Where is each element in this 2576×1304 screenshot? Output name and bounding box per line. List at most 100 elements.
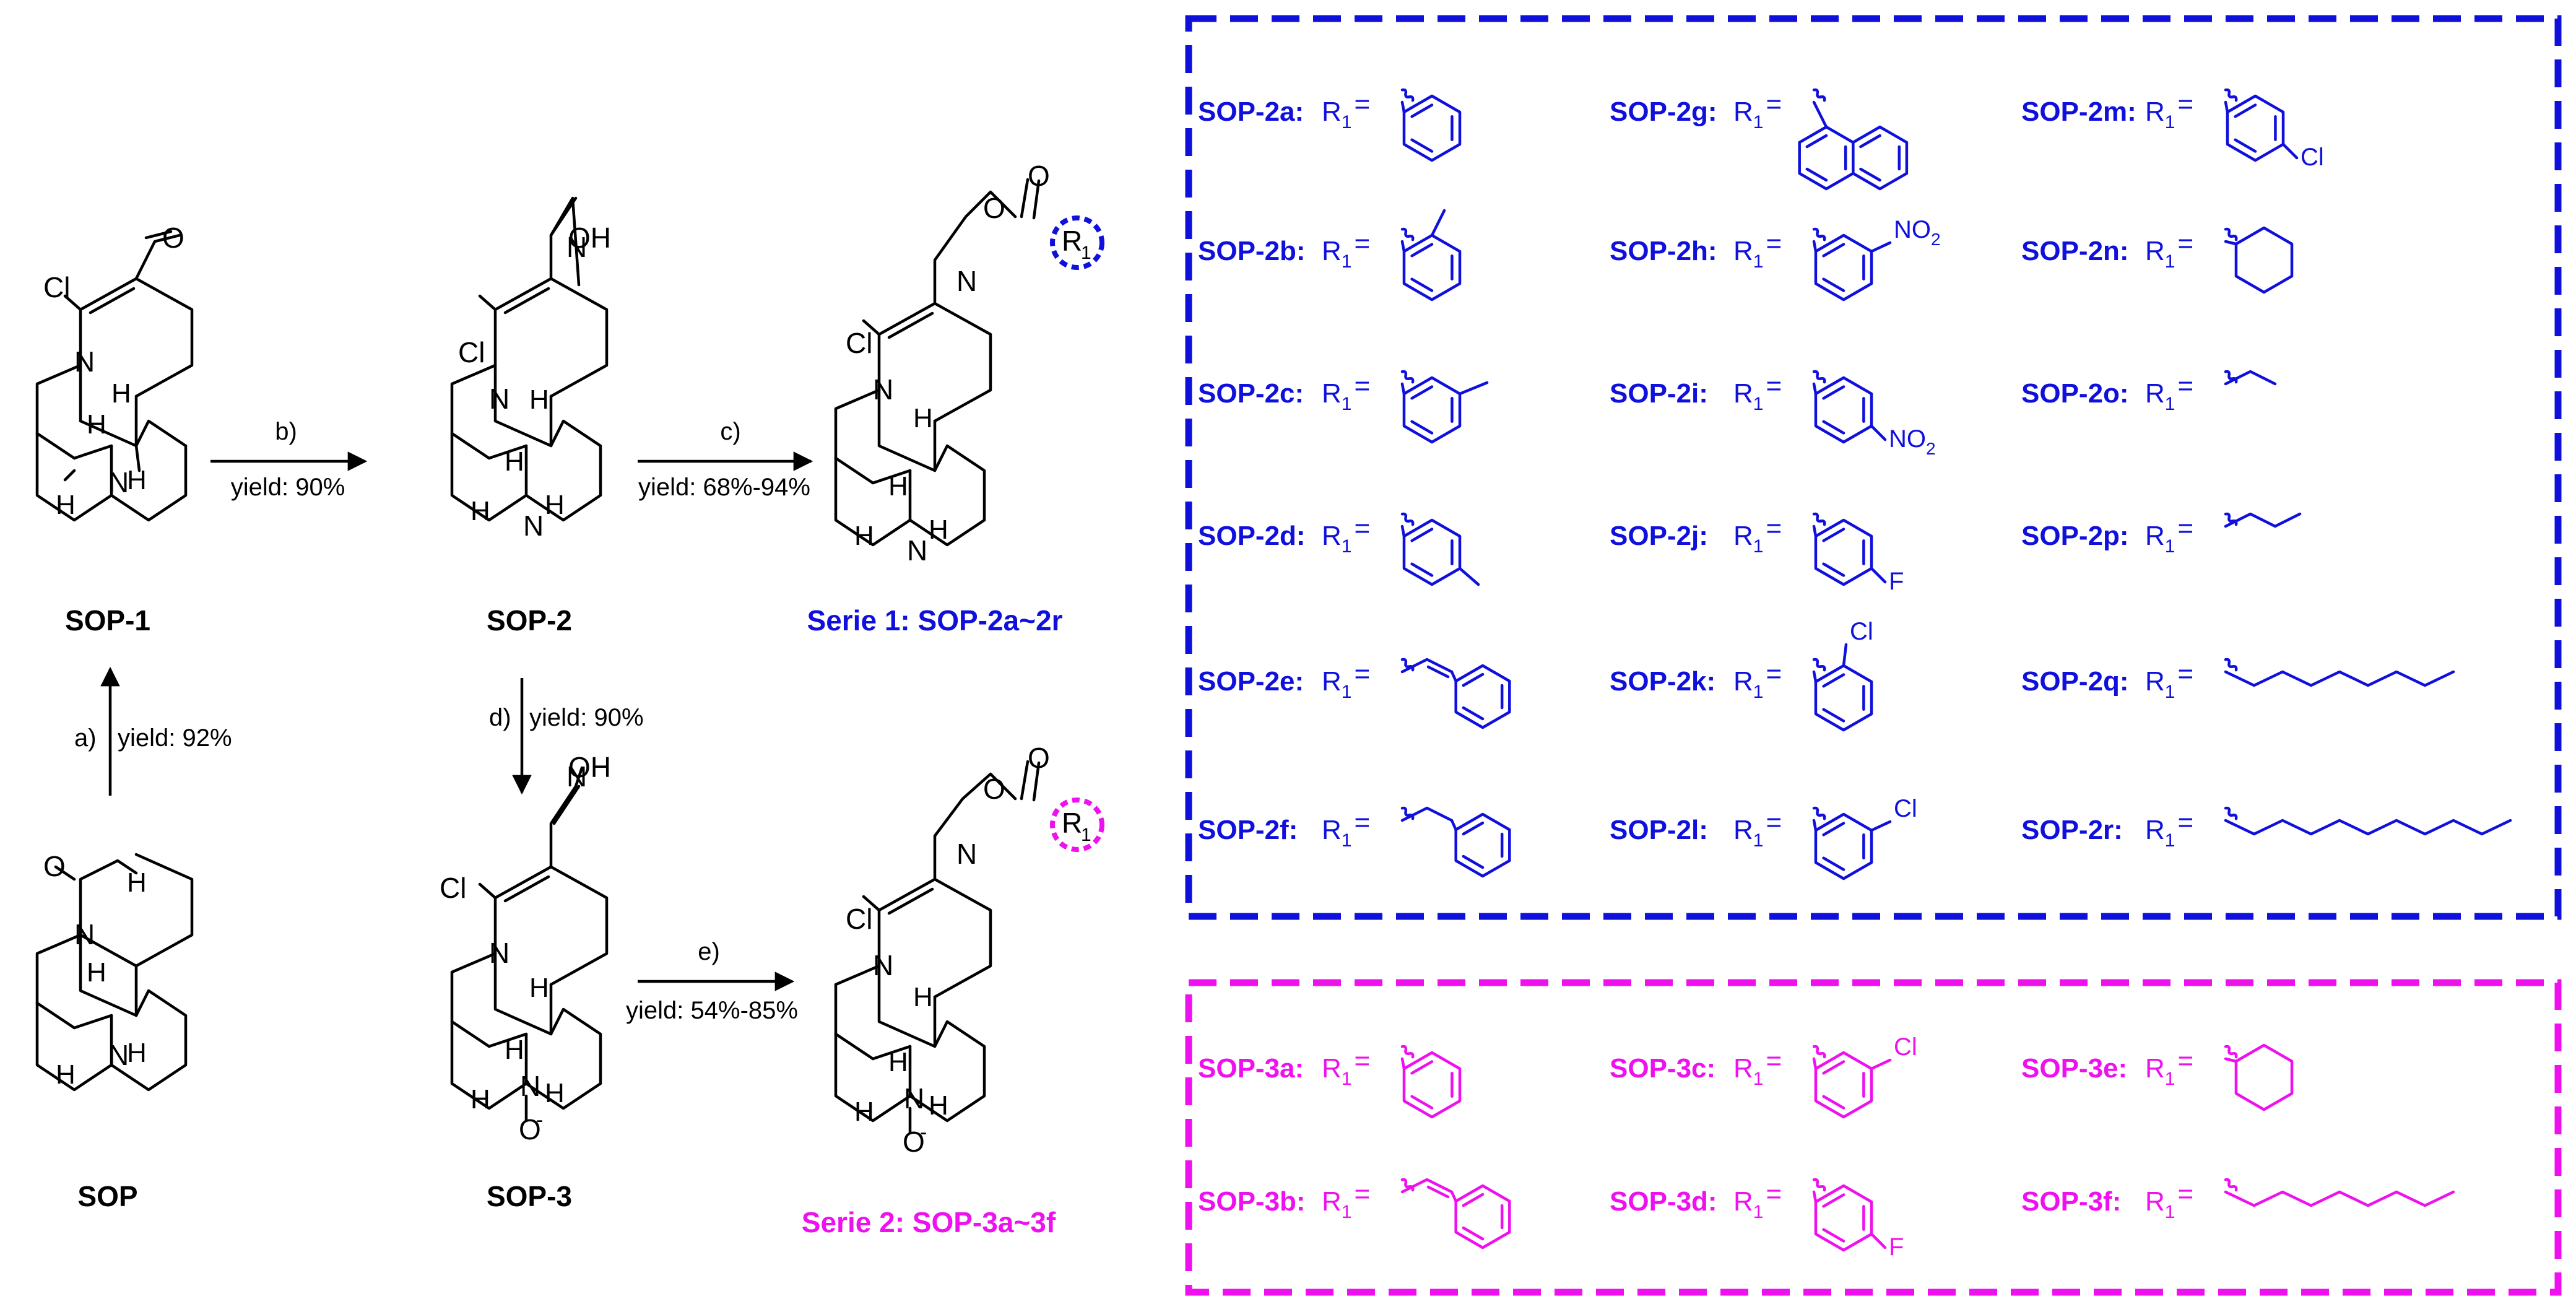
m5-o-atom: O [519,1113,541,1145]
r1-entry: SOP-2e: R1= [1198,658,1511,729]
r1-label: R1= [2145,371,2193,414]
m6-h4-atom: H [929,1090,948,1121]
r1-structure: Cl [1812,795,1917,880]
r1-entry: SOP-2m:R1=Cl [2021,88,2324,171]
r1-structure [2224,1043,2294,1111]
r1-structure: F [1812,512,1904,595]
r1-label: R1= [2145,1179,2193,1222]
r1-structure: Cl [1812,1033,1917,1119]
compound-code: SOP-2d: [1198,521,1306,551]
step-e-label: e) [698,938,720,965]
m4-h2-atom: H [87,957,106,988]
r1-label: R1= [1733,228,1782,272]
r1-label: R1= [1733,1046,1782,1089]
r1-label: R1= [1733,513,1782,557]
compound-code: SOP-2e: [1198,666,1304,697]
m6-o-atom: O [903,1126,925,1158]
m2-h4-atom: H [545,490,565,520]
substituent-label: NO2 [1889,425,1936,458]
r1-structure: Cl [1812,618,1873,732]
m4-h1-atom: H [127,867,147,898]
r1-entry: SOP-2r:R1= [2021,806,2512,851]
m3-n-atom: N [873,373,893,406]
m6-cl-atom: Cl [846,903,872,935]
m3-h1-atom: H [913,403,933,433]
m4-h3-atom: H [56,1059,76,1090]
m5-n-atom: N [489,937,510,969]
step-b-label: b) [275,418,297,445]
compound-code: SOP-2r: [2021,815,2123,845]
r1-label: R1= [1322,228,1370,272]
r1-entry: SOP-3b:R1= [1198,1178,1511,1250]
r1-label: R1= [2145,89,2193,133]
m2-oh-atom: OH [568,222,611,254]
substituent-label: Cl [1894,795,1917,822]
sop1-structure: Cl O N N H H H H [35,222,194,522]
r1-label: R1= [2145,513,2193,557]
r1-label: R1= [1733,1179,1782,1222]
r1-label: R1= [1322,807,1370,851]
compound-code: SOP-2j: [1610,521,1708,551]
m3-h4-atom: H [929,515,948,545]
m3-o-carbonyl-atom: O [1028,160,1050,192]
m6-n2-atom: N [904,1082,924,1115]
m6-h2-atom: H [888,1047,908,1077]
r1-entry: SOP-2k:R1=Cl [1610,618,1873,732]
r1-label: R1= [2145,659,2193,702]
step-a-label: a) [74,724,97,752]
substituent-label: Cl [1850,618,1873,645]
m1-h1-atom: H [111,378,131,409]
sop-label: SOP [77,1180,137,1212]
compound-code: SOP-2k: [1610,666,1715,697]
m2-n-oxime-atom: N [566,231,587,263]
step-e-yield: yield: 54%-85% [626,997,798,1024]
r1-structure [1400,512,1480,586]
m5-n-oxime-atom: N [566,760,587,793]
compound-code: SOP-2o: [2021,378,2129,409]
substituent-label: NO2 [1894,216,1941,249]
m1-n2-atom: N [108,466,129,498]
r1-label: R1= [2145,1046,2193,1089]
series2-list: SOP-3a:R1=SOP-3b:R1=SOP-3c:R1=ClSOP-3d:R… [1198,1033,2455,1261]
compound-code: SOP-2h: [1610,236,1717,266]
m5-n2-atom: N [520,1070,540,1102]
r1-label: R1= [1322,659,1370,702]
m4-h4-atom: H [127,1038,147,1068]
compound-code: SOP-2i: [1610,378,1708,409]
compound-code: SOP-2q: [2021,666,2129,697]
series1-list: SOP-2a:R1=SOP-2b:R1=SOP-2c:R1=SOP-2d:R1=… [1198,88,2512,880]
r1-entry: SOP-2b:R1= [1198,209,1462,302]
m5-h2-atom: H [505,1035,524,1065]
m6-r-atom: R [1062,807,1082,839]
compound-code: SOP-3a: [1198,1053,1304,1084]
serie1-label: Serie 1: SOP-2a~2r [807,604,1063,637]
m4-n2-atom: N [108,1039,129,1071]
m3-r-atom: R [1062,225,1082,257]
serie2-label: Serie 2: SOP-3a~3f [802,1206,1056,1238]
r1-structure [2224,1178,2455,1207]
r1-structure [2224,658,2455,687]
compound-code: SOP-3d: [1610,1186,1717,1217]
m2-cl-atom: Cl [458,336,485,368]
r1-label: R1= [1733,807,1782,851]
r1-label: R1= [1322,1046,1370,1089]
r1-entry: SOP-3e:R1= [2021,1043,2294,1111]
m3-o-ester-atom: O [983,192,1005,224]
r1-entry: SOP-2j: R1= F [1610,512,1904,595]
m5-minus: - [536,1108,543,1132]
r1-structure: Cl [2224,88,2324,171]
r1-structure [1400,209,1462,302]
m2-h3-atom: H [471,496,490,526]
r1-entry: SOP-2i:R1=NO2 [1610,370,1936,458]
serie2-structure: Cl N O O R 1 N N O - H H H H [834,742,1104,1158]
m3-n2-atom: N [907,534,927,567]
m6-h1-atom: H [913,982,933,1012]
r1-structure [1400,806,1511,878]
compound-code: SOP-2p: [2021,521,2129,551]
sop2-structure: Cl N OH N N H H H H [450,196,611,542]
r1-structure: F [1812,1178,1904,1261]
m6-r-sub: 1 [1081,825,1091,845]
step-c-yield: yield: 68%-94% [638,474,810,501]
m6-h3-atom: H [854,1097,874,1127]
compound-code: SOP-2a: [1198,97,1304,127]
